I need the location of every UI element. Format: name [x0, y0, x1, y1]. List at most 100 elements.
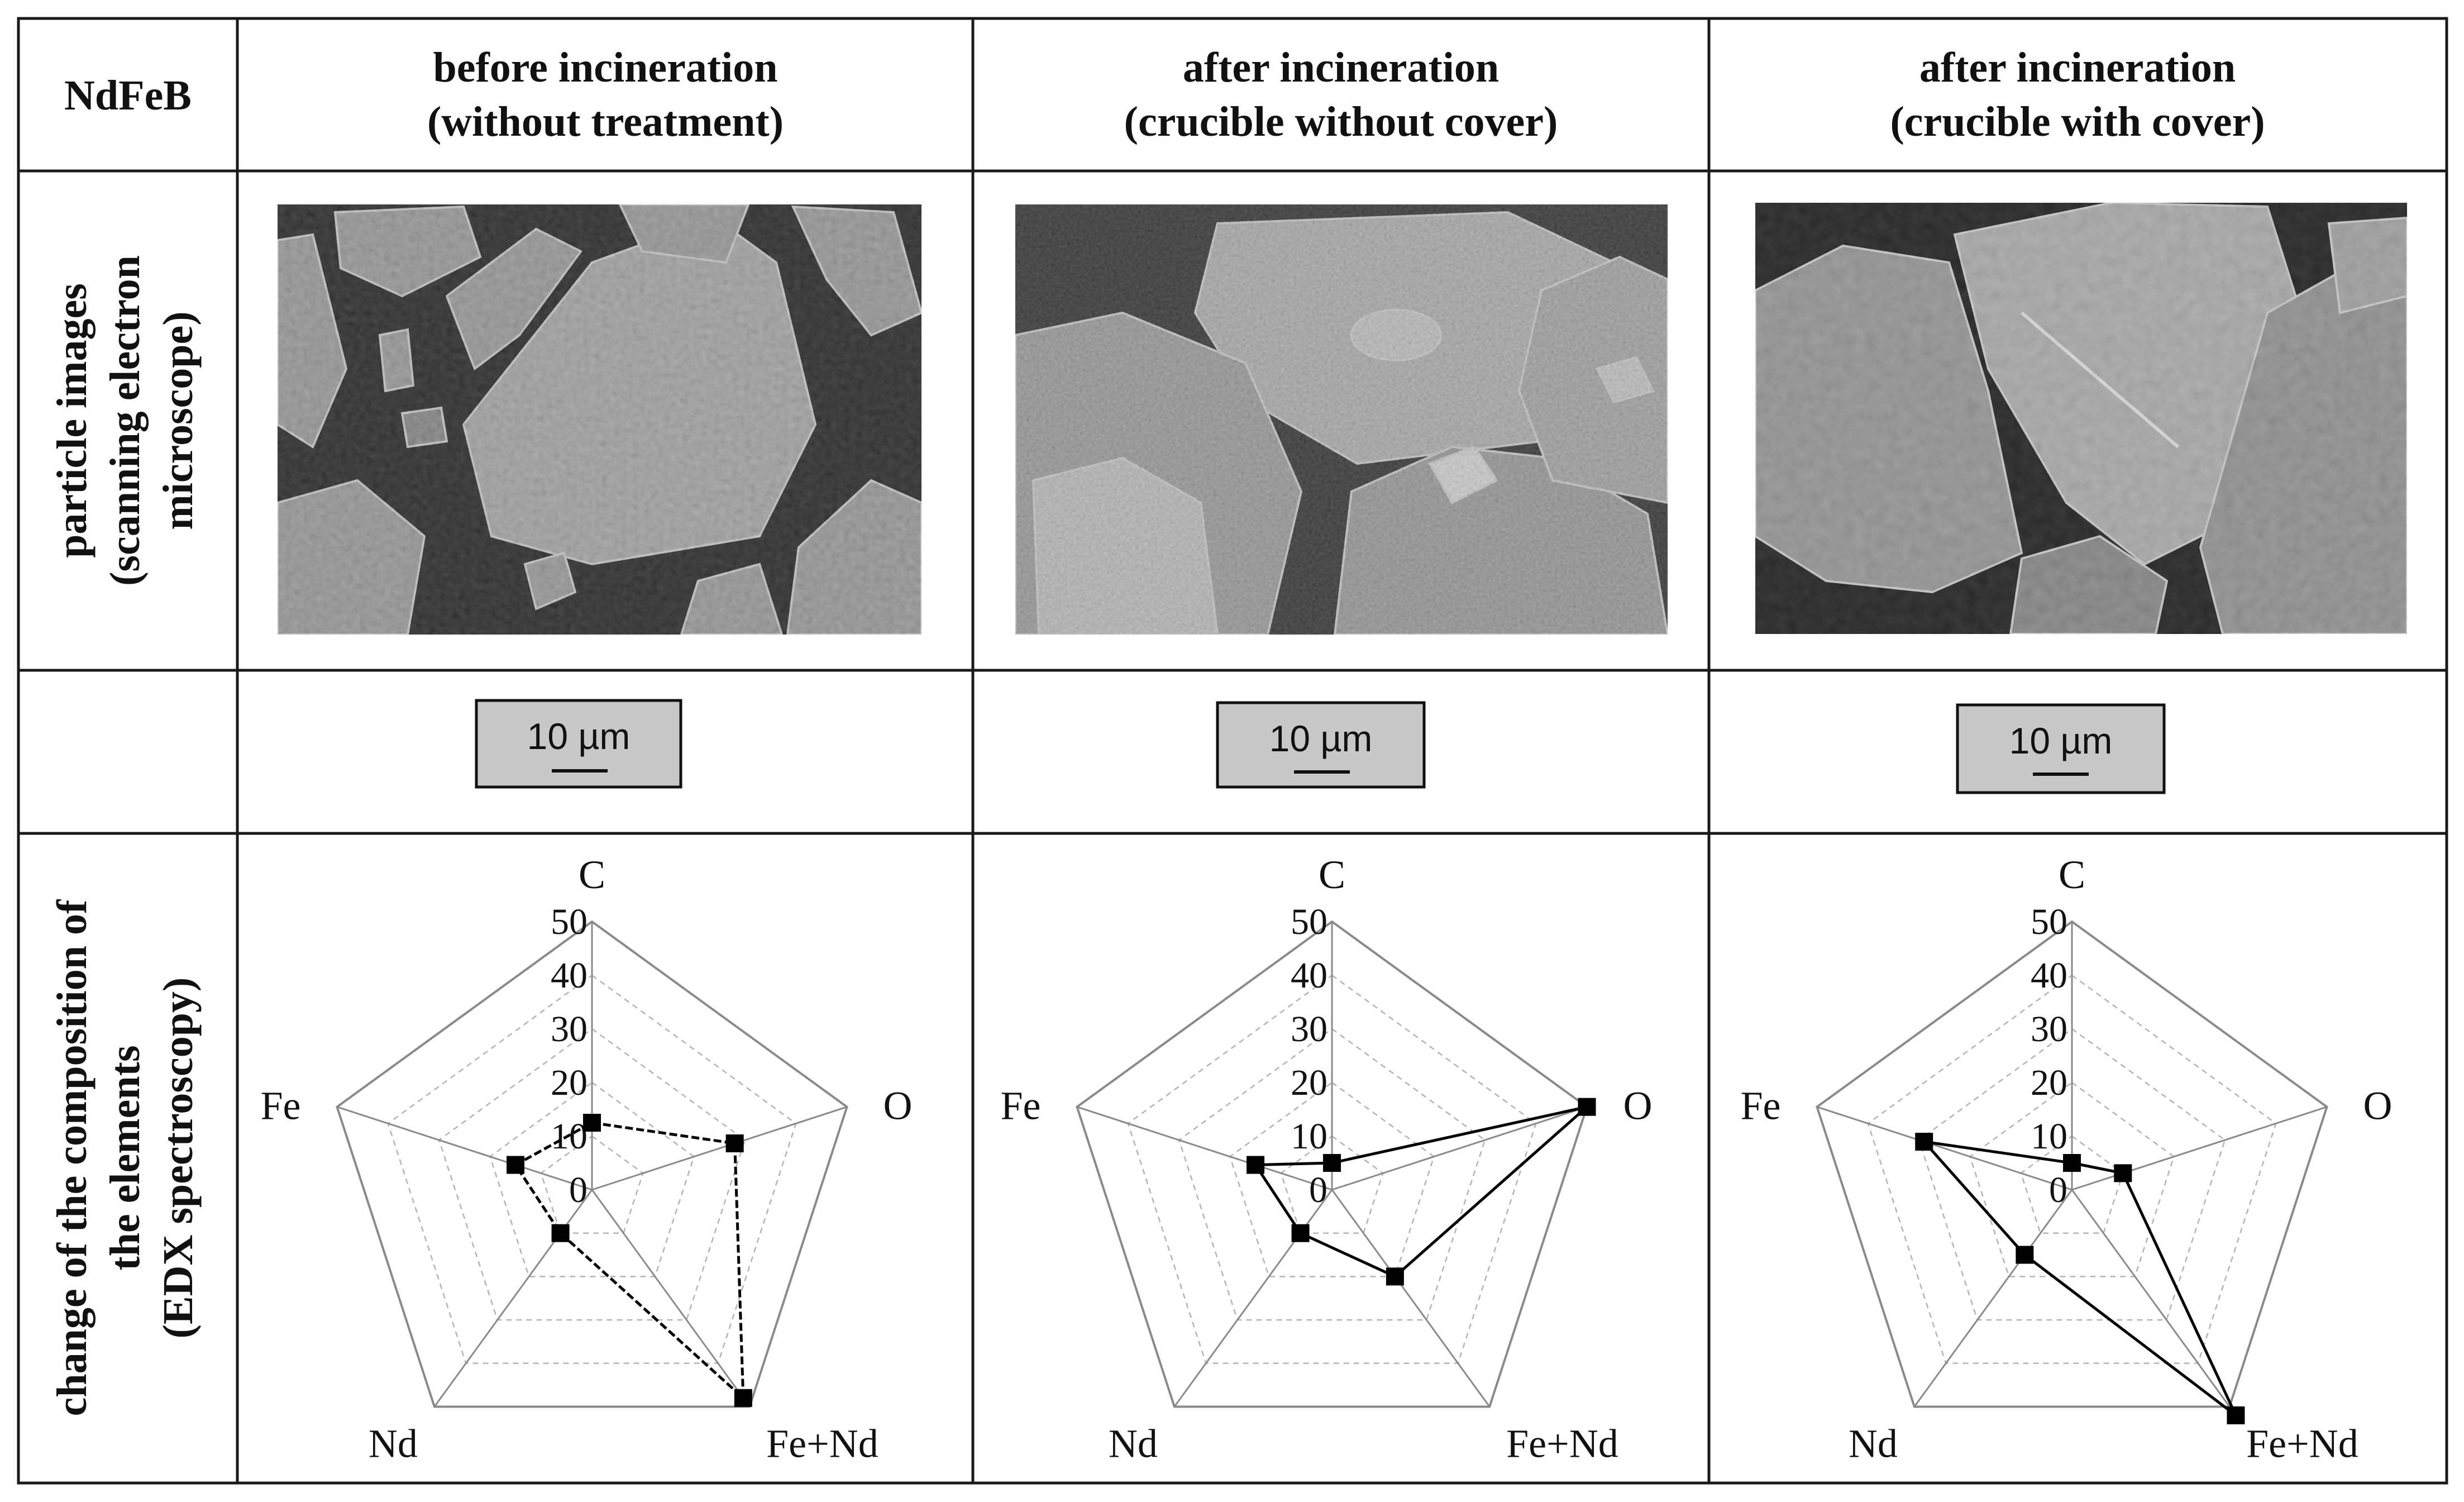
radar-1-point-c	[1323, 1154, 1341, 1172]
radar-1-tick-label: 10	[1291, 1116, 1327, 1157]
sem-image-without-cover	[1015, 204, 1668, 635]
radar-1-grid-ring-30	[1178, 1028, 1486, 1321]
radar-0-tick-label: 40	[551, 955, 588, 996]
radar-2-series-line	[1920, 1139, 2237, 1417]
radar-0-tick-label: 0	[569, 1170, 588, 1210]
radar-2-point-fe-nd	[2227, 1406, 2245, 1424]
scale-bar-3: 10 µm	[1956, 703, 2166, 794]
radar-2-point-nd	[2016, 1246, 2034, 1264]
column-header-1-line1: before incineration	[433, 44, 777, 91]
radar-1-axis-label-o: O	[1623, 1084, 1653, 1128]
radar-0-axis-label-fe: Fe	[260, 1084, 300, 1128]
radar-1-tick-label: 20	[1291, 1062, 1327, 1103]
column-header-1-line2: (without treatment)	[427, 98, 784, 145]
row-label-edx-line2: the elements	[102, 1045, 149, 1270]
corner-label: NdFeB	[64, 72, 192, 119]
sem-image-before	[278, 204, 921, 635]
radar-0-point-nd	[551, 1224, 570, 1242]
radar-0-point-o	[725, 1134, 744, 1152]
radar-2-grid-ring-30	[1918, 1028, 2226, 1321]
scale-bar-1: 10 µm	[475, 699, 682, 789]
radar-1-tick-label: 30	[1291, 1009, 1327, 1050]
scale-bar-1-label: 10 µm	[527, 716, 631, 757]
radar-2-grid-ring-50	[1816, 920, 2328, 1408]
table-grid	[17, 17, 2448, 1485]
row-label-edx-line3: (EDX spectroscopy)	[155, 978, 202, 1339]
radar-0-grid-ring-30	[438, 1028, 746, 1321]
radar-1-grid-ring-50	[1076, 920, 1588, 1408]
radar-0-tick-label: 30	[551, 1009, 588, 1050]
sem-image-with-cover	[1755, 203, 2407, 634]
radar-0-grid-ring-10	[540, 1135, 644, 1234]
radar-1-grid-ring-10	[1280, 1135, 1384, 1234]
radar-0-spoke-3	[433, 1189, 593, 1408]
radar-2-spoke-2	[2071, 1189, 2231, 1408]
radar-2-spoke-4	[1817, 1106, 2073, 1191]
radar-chart-without-cover: 0 10 20 30 40 50 C O Fe+Nd Nd Fe	[1000, 852, 1652, 1466]
scale-bar-2: 10 µm	[1216, 701, 1426, 789]
row-label-edx-line1: change of the composition of	[49, 899, 95, 1416]
radar-1-point-o	[1578, 1098, 1596, 1116]
radar-2-point-o	[2114, 1164, 2132, 1182]
radar-1-spoke-1	[1331, 1106, 1587, 1191]
radar-0-spoke-2	[591, 1189, 751, 1408]
radar-1-point-fe	[1247, 1156, 1265, 1174]
radar-0-point-fe-nd	[734, 1389, 752, 1407]
scale-bar-2-label: 10 µm	[1269, 718, 1373, 759]
column-header-2-line2: (crucible without cover)	[1124, 98, 1558, 145]
radar-2-grid-ring-40	[1867, 974, 2277, 1364]
radar-0-series-line	[513, 1121, 745, 1401]
radar-0-axis-label-c: C	[579, 852, 605, 897]
radar-2-tick-label: 0	[2049, 1170, 2067, 1210]
radar-2-point-fe	[1915, 1132, 1933, 1151]
radar-1-tick-label: 50	[1291, 902, 1327, 942]
radar-2-axis-label-fe: Fe	[1740, 1084, 1780, 1128]
radar-0-axis-label-o: O	[884, 1084, 913, 1128]
radar-1-spoke-3	[1173, 1189, 1333, 1408]
radar-0-grid-ring-20	[489, 1081, 695, 1277]
radar-1-axis-label-c: C	[1319, 852, 1345, 897]
radar-2-grid-ring-20	[1969, 1081, 2175, 1277]
row-label-sem-line2: (scanning electron	[102, 255, 149, 586]
radar-1-point-fe-nd	[1386, 1267, 1404, 1286]
radar-0-spoke-1	[591, 1106, 847, 1191]
radar-1-spoke-4	[1077, 1106, 1333, 1191]
radar-0-point-c	[583, 1114, 601, 1132]
radar-0-point-fe	[507, 1156, 525, 1174]
radar-2-spoke-1	[2071, 1106, 2327, 1191]
radar-1-axis-label-fe: Fe	[1000, 1084, 1040, 1128]
row-label-sem-line1: particle images	[49, 283, 95, 558]
radar-0-grid-ring-50	[336, 920, 848, 1408]
radar-2-axis-label-nd: Nd	[1849, 1421, 1898, 1466]
row-label-sem-line3: microscope)	[155, 311, 202, 530]
column-header-3-line1: after incineration	[1919, 44, 2236, 91]
scale-bar-3-label: 10 µm	[2009, 720, 2113, 761]
column-header-3-line2: (crucible with cover)	[1890, 98, 2265, 145]
radar-2-tick-label: 20	[2031, 1062, 2067, 1103]
radar-0-axis-label-fe-nd: Fe+Nd	[766, 1421, 878, 1466]
radar-1-tick-label: 0	[1309, 1170, 1327, 1210]
radar-2-axis-label-fe-nd: Fe+Nd	[2246, 1421, 2358, 1466]
radar-1-axis-label-nd: Nd	[1109, 1421, 1158, 1466]
radar-0-tick-label: 20	[551, 1062, 588, 1103]
radar-0-axis-label-nd: Nd	[369, 1421, 418, 1466]
radar-0-tick-label: 50	[551, 902, 588, 942]
radar-2-spoke-3	[1913, 1189, 2073, 1408]
radar-2-tick-label: 30	[2031, 1009, 2067, 1050]
radar-1-grid-ring-40	[1127, 974, 1537, 1364]
radar-1-point-nd	[1291, 1224, 1310, 1242]
radar-2-tick-label: 40	[2031, 955, 2067, 996]
radar-1-axis-label-fe-nd: Fe+Nd	[1506, 1421, 1618, 1466]
radar-2-tick-label: 10	[2031, 1116, 2067, 1157]
radar-2-axis-label-o: O	[2363, 1084, 2393, 1128]
radar-1-spoke-2	[1331, 1189, 1491, 1408]
radar-1-tick-label: 40	[1291, 955, 1327, 996]
radar-2-point-c	[2063, 1154, 2081, 1172]
radar-0-spoke-4	[337, 1106, 593, 1191]
radar-2-tick-label: 50	[2031, 902, 2067, 942]
radar-1-series-line	[1253, 1104, 1592, 1279]
column-header-2-line1: after incineration	[1183, 44, 1499, 91]
